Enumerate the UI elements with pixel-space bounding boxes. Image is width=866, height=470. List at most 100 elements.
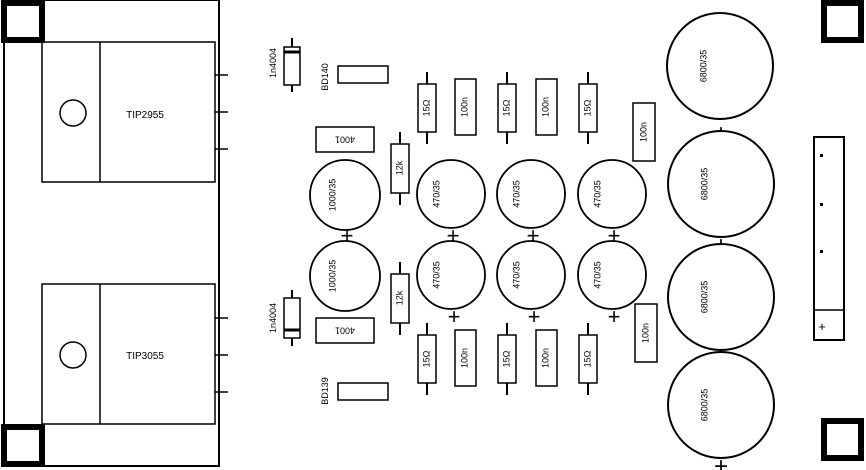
large-electrolytic-cap-body — [666, 12, 774, 120]
mounting-hole-circle — [59, 99, 87, 127]
resistor-body — [390, 273, 410, 324]
resistor-body — [578, 334, 598, 384]
large-electrolytic-cap-body — [667, 243, 775, 351]
film-cap-label: 100n — [638, 122, 648, 142]
electrolytic-cap-body — [496, 159, 566, 229]
electrolytic-cap: 470/35 + — [577, 240, 647, 329]
film-cap: 100n — [535, 78, 558, 136]
electrolytic-cap-body — [577, 240, 647, 310]
small-diode-label: 4001 — [335, 135, 355, 145]
transistor-body — [41, 283, 216, 425]
mounting-hole-bottom-left — [1, 424, 45, 467]
resistor-label: 12k — [394, 290, 404, 305]
large-electrolytic-cap-label: 6800/35 — [699, 168, 709, 201]
mounting-hole-top-right — [821, 0, 864, 43]
resistor-body — [497, 334, 517, 384]
electrolytic-cap: 470/35 + — [496, 240, 566, 329]
large-electrolytic-cap-label: 6800/35 — [699, 389, 709, 422]
connector-polarity-mark: + — [818, 319, 826, 334]
small-diode-label: 4001 — [335, 326, 355, 336]
driver-transistor-top: BD140 — [320, 63, 389, 91]
driver-transistor-label: BD140 — [320, 63, 330, 91]
electrolytic-cap-label: 470/35 — [592, 180, 602, 208]
driver-transistor-bottom: BD139 — [320, 377, 389, 405]
electrolytic-cap-label: 470/35 — [511, 180, 521, 208]
large-electrolytic-cap-label: 6800/35 — [698, 50, 708, 83]
small-diode-top: 4001 — [315, 126, 375, 153]
diode-top: 1n4004 — [268, 38, 301, 92]
resistor-row-top: 15Ω 15Ω 15Ω — [417, 72, 598, 144]
film-cap-body — [632, 102, 656, 162]
resistor-15-ohm: 15Ω — [578, 323, 598, 395]
large-electrolytic-cap-body — [667, 130, 775, 238]
film-cap: 100n — [454, 329, 477, 387]
film-cap-body — [454, 329, 477, 387]
resistor-row-bottom: 15Ω 15Ω 15Ω — [417, 323, 598, 395]
resistor-15-ohm: 15Ω — [497, 323, 517, 395]
mounting-hole-top-left — [1, 0, 45, 43]
small-diode-bottom: 4001 — [315, 317, 375, 344]
film-cap: 100n — [535, 329, 558, 387]
resistor-15-ohm: 15Ω — [497, 72, 517, 144]
film-cap-label: 100n — [459, 97, 469, 117]
large-electrolytic-cap-body — [667, 351, 775, 459]
film-cap: 100n — [454, 78, 477, 136]
transistor-label: TIP2955 — [126, 110, 164, 121]
resistor-body — [578, 83, 598, 133]
film-cap: 100n — [634, 303, 658, 363]
power-connector: + — [813, 136, 845, 341]
resistor-label: 15Ω — [501, 350, 511, 367]
electrolytic-cap-body — [416, 159, 486, 229]
electrolytic-cap-label: 470/35 — [431, 261, 441, 289]
diode-bottom: 1n4004 — [268, 290, 301, 346]
film-cap: 100n — [632, 102, 656, 162]
resistor-label: 15Ω — [582, 350, 592, 367]
electrolytic-cap-label: 1000/35 — [327, 260, 337, 293]
heatsink-outline — [3, 0, 220, 467]
electrolytic-cap: 470/35 + — [577, 159, 647, 248]
electrolytic-cap-body — [577, 159, 647, 229]
resistor-body — [390, 143, 410, 194]
transistor-label: TIP3055 — [126, 351, 164, 362]
film-cap-label: 100n — [540, 348, 550, 368]
film-cap-body — [535, 329, 558, 387]
resistor-label: 12k — [394, 160, 404, 175]
electrolytic-cap-label: 470/35 — [511, 261, 521, 289]
electrolytic-cap: 470/35 + — [416, 240, 486, 329]
diode-label: 1n4004 — [268, 303, 278, 333]
diode-body — [283, 297, 301, 339]
electrolytic-cap: 470/35 + — [496, 159, 566, 248]
resistor-label: 15Ω — [501, 99, 511, 116]
film-cap-label: 100n — [640, 323, 650, 343]
film-cap-label: 100n — [540, 97, 550, 117]
resistor-body — [417, 334, 437, 384]
electrolytic-cap-body — [416, 240, 486, 310]
driver-transistor-label: BD139 — [320, 377, 330, 405]
resistor-15-ohm: 15Ω — [417, 323, 437, 395]
connector-pin-mark — [820, 203, 823, 206]
polarity-plus: + — [608, 304, 621, 329]
polarity-plus: + — [448, 304, 461, 329]
film-cap-label: 100n — [459, 348, 469, 368]
connector-pin-mark — [820, 250, 823, 253]
film-cap-body — [634, 303, 658, 363]
electrolytic-cap-label: 470/35 — [592, 261, 602, 289]
resistor-15-ohm: 15Ω — [578, 72, 598, 144]
resistor-label: 15Ω — [582, 99, 592, 116]
connector-pin-mark — [820, 154, 823, 157]
power-transistor-top: TIP2955 — [41, 41, 228, 183]
diode-label: 1n4004 — [268, 48, 278, 78]
resistor-label: 15Ω — [421, 350, 431, 367]
film-cap-body — [535, 78, 558, 136]
electrolytic-cap-body — [309, 240, 381, 312]
electrolytic-cap-label: 1000/35 — [327, 179, 337, 212]
large-electrolytic-cap: 6800/35 + — [667, 351, 775, 470]
driver-transistor-body — [337, 65, 389, 84]
film-cap-body — [454, 78, 477, 136]
electrolytic-cap-body — [496, 240, 566, 310]
mounting-hole-circle — [59, 341, 87, 369]
polarity-plus: + — [714, 453, 728, 470]
small-diode-body — [315, 126, 375, 153]
